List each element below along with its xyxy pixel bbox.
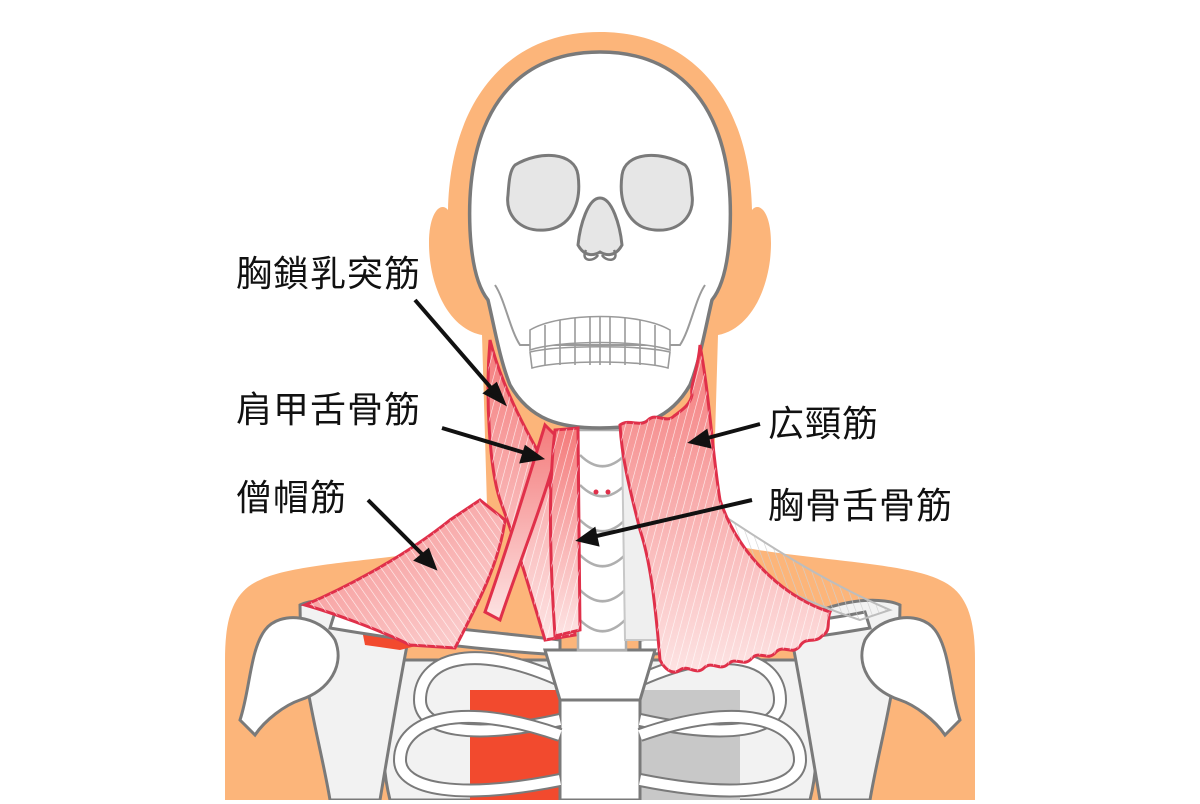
scapula-left — [238, 598, 412, 802]
arrow-platysma — [699, 422, 761, 442]
cervical-spine — [576, 428, 628, 652]
sternohyoid-fibers — [550, 428, 580, 636]
orbit-left — [506, 153, 581, 232]
omohyoid-muscle — [483, 422, 562, 623]
arrow-trapezius — [366, 498, 430, 562]
platysma-fibers — [620, 345, 830, 673]
sternum — [542, 648, 658, 702]
orbit-right — [619, 153, 694, 232]
teeth — [529, 315, 671, 370]
label-sternohyoid: 胸骨舌骨筋 — [768, 486, 954, 527]
nasal-cavity — [576, 196, 624, 257]
leader-arrows — [366, 298, 761, 571]
trapezius-fibers — [305, 500, 505, 648]
arrow-sternocleidomastoid — [413, 298, 500, 398]
label-platysma: 広頸筋 — [768, 404, 880, 445]
skull — [467, 50, 733, 430]
label-sternocleidomastoid: 胸鎖乳突筋 — [236, 254, 422, 295]
arrow-omohyoid — [441, 426, 533, 457]
label-trapezius: 僧帽筋 — [236, 478, 348, 519]
arrow-sternohyoid — [587, 498, 753, 540]
label-omohyoid: 肩甲舌骨筋 — [236, 390, 422, 431]
